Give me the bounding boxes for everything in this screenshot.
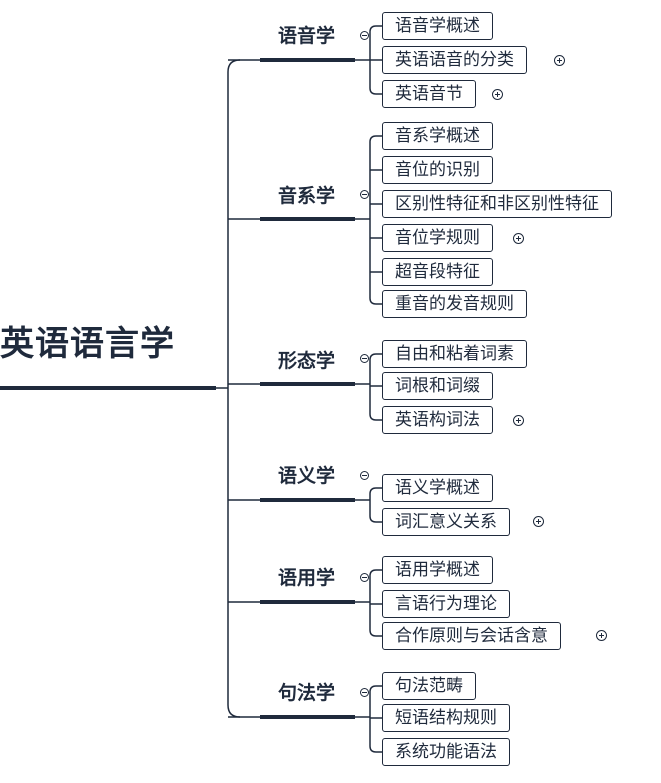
leaf-topic[interactable]: 超音段特征: [382, 258, 493, 286]
bracket-bottom: [369, 87, 382, 95]
leaf-topic[interactable]: 句法范畴: [382, 672, 476, 700]
trunk-curve: [227, 59, 241, 73]
collapse-icon[interactable]: [360, 190, 369, 199]
branch-topic-morphology[interactable]: 形态学: [278, 350, 336, 372]
bracket-top: [369, 685, 382, 693]
leaf-topic[interactable]: 语音学概述: [382, 12, 493, 40]
leaf-topic[interactable]: 短语结构规则: [382, 704, 510, 732]
bracket-top: [369, 353, 382, 361]
expand-icon[interactable]: [513, 233, 524, 244]
leaf-topic[interactable]: 音系学概述: [382, 122, 493, 150]
expand-icon[interactable]: [513, 415, 524, 426]
leaf-topic[interactable]: 词根和词缀: [382, 372, 493, 400]
root-topic[interactable]: 英语语言学: [0, 324, 175, 364]
leaf-topic[interactable]: 重音的发音规则: [382, 290, 527, 318]
bracket-top: [369, 487, 382, 495]
expand-icon[interactable]: [596, 630, 607, 641]
bracket-top: [369, 135, 382, 143]
bracket-top: [369, 25, 382, 33]
bracket-bottom: [369, 413, 382, 421]
leaf-topic[interactable]: 区别性特征和非区别性特征: [382, 190, 612, 218]
branch-topic-semantics[interactable]: 语义学: [278, 465, 336, 487]
expand-icon[interactable]: [492, 89, 503, 100]
collapse-icon[interactable]: [360, 354, 369, 363]
bracket-bottom: [369, 745, 382, 753]
branch-topic-phonetics[interactable]: 语音学: [278, 25, 336, 47]
leaf-topic[interactable]: 音位学规则: [382, 224, 493, 252]
leaf-topic[interactable]: 音位的识别: [382, 156, 493, 184]
leaf-topic[interactable]: 英语音节: [382, 80, 476, 108]
leaf-topic[interactable]: 自由和粘着词素: [382, 340, 527, 368]
expand-icon[interactable]: [554, 55, 565, 66]
collapse-icon[interactable]: [360, 688, 369, 697]
bracket-bottom: [369, 297, 382, 305]
leaf-topic[interactable]: 合作原则与会话含意: [382, 622, 561, 650]
leaf-topic[interactable]: 词汇意义关系: [382, 508, 510, 536]
branch-topic-pragmatics[interactable]: 语用学: [278, 567, 336, 589]
leaf-topic[interactable]: 语用学概述: [382, 556, 493, 584]
collapse-icon[interactable]: [360, 471, 369, 480]
collapse-icon[interactable]: [360, 31, 369, 40]
branch-topic-phonology[interactable]: 音系学: [278, 185, 336, 207]
leaf-topic[interactable]: 英语构词法: [382, 406, 493, 434]
leaf-topic[interactable]: 系统功能语法: [382, 738, 510, 766]
bracket-top: [369, 569, 382, 577]
leaf-topic[interactable]: 英语语音的分类: [382, 46, 527, 74]
bracket-bottom: [369, 515, 382, 523]
trunk-curve: [227, 704, 241, 718]
collapse-icon[interactable]: [360, 573, 369, 582]
expand-icon[interactable]: [533, 516, 544, 527]
leaf-topic[interactable]: 言语行为理论: [382, 590, 510, 618]
leaf-topic[interactable]: 语义学概述: [382, 474, 493, 502]
branch-topic-syntax[interactable]: 句法学: [278, 682, 336, 704]
bracket-bottom: [369, 629, 382, 637]
